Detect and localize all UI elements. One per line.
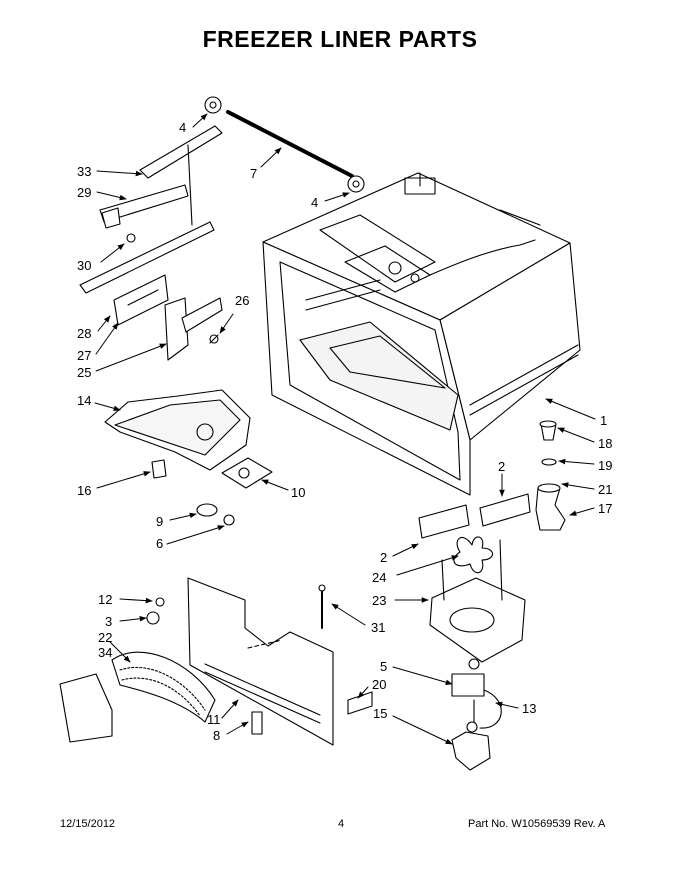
grille-assembly-illustration bbox=[59, 651, 216, 743]
callout-5: 5 bbox=[380, 659, 387, 674]
callout-7: 7 bbox=[250, 166, 257, 181]
callout-15: 15 bbox=[373, 706, 387, 721]
freezer-liner-illustration bbox=[262, 172, 581, 496]
callout-17: 17 bbox=[598, 501, 612, 516]
fan-assembly-illustration bbox=[429, 536, 526, 771]
callout-22: 22 bbox=[98, 630, 112, 645]
callout-8: 8 bbox=[213, 728, 220, 743]
callout-14: 14 bbox=[77, 393, 91, 408]
callout-34: 34 bbox=[98, 645, 112, 660]
callout-21: 21 bbox=[598, 482, 612, 497]
callout-labels: 4 33 29 30 28 27 25 26 7 4 14 16 10 9 6 … bbox=[77, 120, 612, 743]
callout-30: 30 bbox=[77, 258, 91, 273]
callout-1: 1 bbox=[600, 413, 607, 428]
callout-33: 33 bbox=[77, 164, 91, 179]
callout-27: 27 bbox=[77, 348, 91, 363]
footer-part-number: Part No. W10569539 Rev. A bbox=[468, 818, 606, 830]
callout-18: 18 bbox=[598, 436, 612, 451]
callout-2-lower: 2 bbox=[380, 550, 387, 565]
callout-31: 31 bbox=[371, 620, 385, 635]
drain-parts-illustration bbox=[418, 420, 566, 539]
callout-leaders bbox=[94, 113, 596, 745]
shaft-and-gears-illustration bbox=[204, 96, 365, 193]
callout-12: 12 bbox=[98, 592, 112, 607]
callout-20: 20 bbox=[372, 677, 386, 692]
callout-29: 29 bbox=[77, 185, 91, 200]
callout-16: 16 bbox=[77, 483, 91, 498]
callout-19: 19 bbox=[598, 458, 612, 473]
callout-13: 13 bbox=[522, 701, 536, 716]
callout-6: 6 bbox=[156, 536, 163, 551]
callout-25: 25 bbox=[77, 365, 91, 380]
rear-panel-illustration bbox=[146, 577, 373, 746]
callout-4-top-gear: 4 bbox=[179, 120, 186, 135]
callout-11: 11 bbox=[207, 712, 221, 727]
rail-assembly-illustration bbox=[79, 125, 223, 361]
callout-3: 3 bbox=[105, 614, 112, 629]
callout-26: 26 bbox=[235, 293, 249, 308]
callout-10: 10 bbox=[291, 485, 305, 500]
callout-4-lower-gear: 4 bbox=[311, 195, 318, 210]
callout-9: 9 bbox=[156, 514, 163, 529]
evaporator-cover-illustration bbox=[104, 389, 273, 526]
callout-28: 28 bbox=[77, 326, 91, 341]
callout-23: 23 bbox=[372, 593, 386, 608]
callout-2-upper: 2 bbox=[498, 459, 505, 474]
footer-page-number: 4 bbox=[338, 818, 345, 830]
callout-24: 24 bbox=[372, 570, 386, 585]
footer-date: 12/15/2012 bbox=[60, 818, 116, 830]
page-title: FREEZER LINER PARTS bbox=[202, 26, 478, 52]
